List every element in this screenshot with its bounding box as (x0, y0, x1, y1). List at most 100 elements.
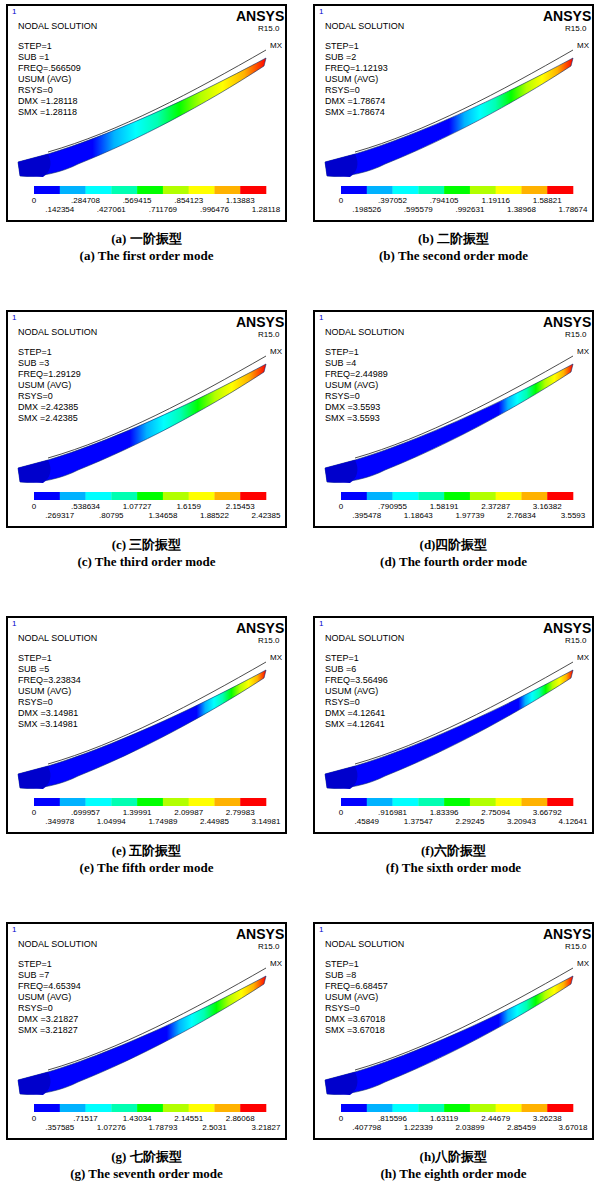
colorbar-segment (496, 1104, 522, 1112)
colorbar-segment (111, 798, 137, 806)
colorbar-value: 1.39991 (123, 809, 152, 817)
coordinate-system: RSYS=0 (325, 1004, 360, 1013)
substep-info: SUB =4 (325, 359, 356, 368)
colorbar-segment (137, 186, 163, 194)
colorbar-value: 2.79983 (226, 809, 255, 817)
step-info: STEP=1 (18, 348, 52, 357)
colorbar-segment (470, 1104, 496, 1112)
colorbar-segment (547, 186, 573, 194)
blade-body (18, 670, 266, 788)
colorbar-value: 3.16382 (533, 503, 562, 511)
max-solution: SMX =3.67018 (325, 1026, 385, 1035)
colorbar-value: 0 (32, 1115, 36, 1123)
result-title: NODAL SOLUTION (18, 328, 97, 337)
colorbar-segment (240, 1104, 266, 1112)
step-info: STEP=1 (325, 654, 359, 663)
step-info: STEP=1 (18, 960, 52, 969)
colorbar-value: 1.28118 (252, 206, 280, 214)
colorbar-segment (163, 492, 189, 500)
mode-panel: 1NODAL SOLUTIONANSYSR15.0STEP=1SUB =4FRE… (313, 310, 594, 528)
window-number: 1 (319, 8, 323, 16)
colorbar-segment (444, 186, 470, 194)
colorbar-value: 3.67018 (559, 1124, 588, 1132)
colorbar-segment (111, 186, 137, 194)
colorbar-segment (34, 798, 60, 806)
substep-info: SUB =7 (18, 971, 49, 980)
colorbar-segment (214, 492, 240, 500)
result-title: NODAL SOLUTION (18, 634, 97, 643)
colorbar-value: 2.15453 (226, 503, 255, 511)
colorbar-value: 1.34658 (148, 512, 177, 520)
window-number: 1 (12, 314, 16, 322)
substep-info: SUB =8 (325, 971, 356, 980)
mode-panel: 1NODAL SOLUTIONANSYSR15.0STEP=1SUB =5FRE… (6, 616, 287, 834)
colorbar-segment (189, 186, 215, 194)
window-number: 1 (319, 620, 323, 628)
max-marker: MX (577, 348, 589, 356)
colorbar-value: .815596 (378, 1115, 407, 1123)
colorbar-value: 0 (32, 503, 36, 511)
blade-body (325, 976, 573, 1094)
colorbar-segment (240, 186, 266, 194)
blade-root (18, 766, 50, 789)
colorbar-value: 4.12641 (559, 818, 588, 826)
colorbar-value: .357585 (45, 1124, 74, 1132)
result-title: NODAL SOLUTION (325, 634, 404, 643)
max-marker: MX (270, 42, 282, 50)
colorbar-segment (240, 492, 266, 500)
colorbar-segment (444, 1104, 470, 1112)
colorbar-value: 3.66792 (533, 809, 562, 817)
colorbar-segment (367, 798, 393, 806)
colorbar-segment (393, 492, 419, 500)
colorbar-value: 1.19116 (482, 197, 510, 205)
colorbar-value: 2.29245 (455, 818, 484, 826)
result-type: USUM (AVG) (325, 381, 378, 390)
colorbar-value: 0 (339, 809, 343, 817)
substep-info: SUB =6 (325, 665, 356, 674)
colorbar-segment (60, 186, 86, 194)
result-title: NODAL SOLUTION (325, 940, 404, 949)
step-info: STEP=1 (18, 42, 52, 51)
window-number: 1 (319, 314, 323, 322)
colorbar-segment (189, 492, 215, 500)
colorbar-segment (521, 1104, 547, 1112)
colorbar-value: 1.63119 (430, 1115, 458, 1123)
colorbar-value: 1.78674 (559, 206, 588, 214)
colorbar-value: 2.09987 (174, 809, 203, 817)
blade-body (18, 58, 266, 176)
colorbar-value: 1.37547 (404, 818, 433, 826)
coordinate-system: RSYS=0 (18, 698, 53, 707)
blade-root (325, 460, 357, 483)
colorbar-segment (470, 492, 496, 500)
max-solution: SMX =3.14981 (18, 720, 78, 729)
substep-info: SUB =3 (18, 359, 49, 368)
max-marker: MX (270, 960, 282, 968)
colorbar-segment (60, 798, 86, 806)
colorbar-segment (163, 1104, 189, 1112)
colorbar-value: .395478 (352, 512, 381, 520)
max-displacement: DMX =4.12641 (325, 709, 385, 718)
colorbar-value: 0 (32, 197, 36, 205)
colorbar-segment (60, 492, 86, 500)
colorbar-value: .595579 (404, 206, 433, 214)
result-type: USUM (AVG) (18, 993, 71, 1002)
step-info: STEP=1 (325, 348, 359, 357)
colorbar-segment (214, 1104, 240, 1112)
caption-chinese: (h)八阶振型 (309, 1148, 598, 1166)
colorbar-segment (341, 186, 367, 194)
software-version: R15.0 (258, 943, 279, 951)
software-version: R15.0 (258, 331, 279, 339)
max-displacement: DMX =3.5593 (325, 403, 380, 412)
colorbar-segment (341, 798, 367, 806)
caption-chinese: (b) 二阶振型 (309, 230, 598, 248)
colorbar-value: 2.86068 (226, 1115, 255, 1123)
max-solution: SMX =1.78674 (325, 108, 385, 117)
frequency-info: FREQ=1.12193 (325, 64, 388, 73)
colorbar-segment (496, 492, 522, 500)
max-marker: MX (270, 654, 282, 662)
blade-root (18, 460, 50, 483)
window-number: 1 (12, 8, 16, 16)
max-displacement: DMX =3.21827 (18, 1015, 78, 1024)
substep-info: SUB =2 (325, 53, 356, 62)
colorbar-value: .794105 (430, 197, 459, 205)
